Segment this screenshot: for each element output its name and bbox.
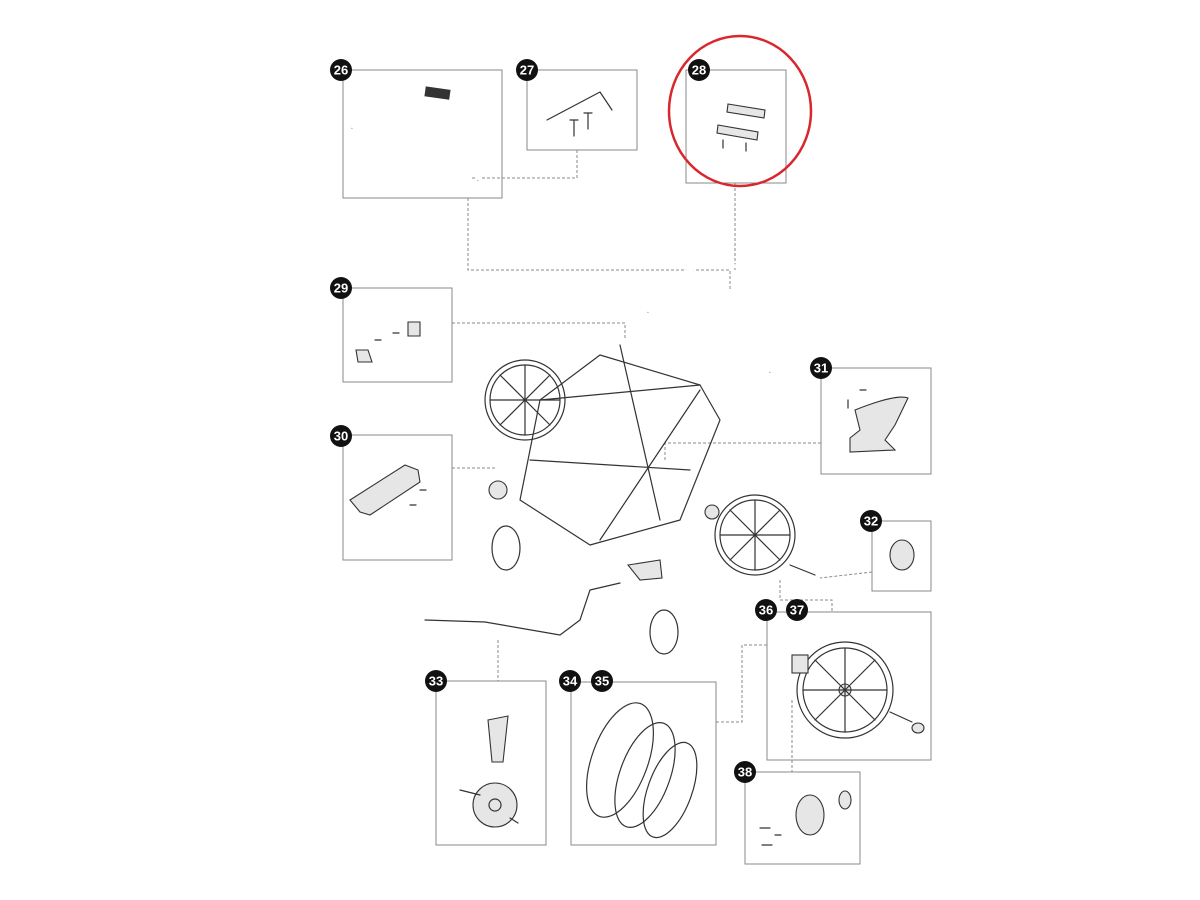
part-number-badge-35: 35 (591, 670, 613, 692)
part-number-31: 31 (814, 361, 828, 376)
part-number-badge-36: 36 (755, 599, 777, 621)
part-number-38: 38 (738, 765, 752, 780)
part-box-27[interactable] (526, 69, 638, 151)
part-box-34-35[interactable] (570, 681, 717, 846)
part-number-32: 32 (864, 514, 878, 529)
part-number-29: 29 (334, 281, 348, 296)
part-number-badge-33: 33 (425, 670, 447, 692)
stroller-frame-assembly (424, 263, 816, 655)
part-box-32[interactable] (871, 520, 932, 592)
part-box-29[interactable] (342, 287, 453, 383)
part-number-badge-30: 30 (330, 425, 352, 447)
part-number-28: 28 (692, 63, 706, 78)
highlight-circle (667, 34, 813, 188)
part-number-37: 37 (790, 603, 804, 618)
part-number-34: 34 (563, 674, 578, 689)
part-number-badge-32: 32 (860, 510, 882, 532)
part-number-badge-31: 31 (810, 357, 832, 379)
part-number-badge-38: 38 (734, 761, 756, 783)
part-box-31[interactable] (820, 367, 932, 475)
part-number-26: 26 (334, 63, 348, 78)
part-number-badge-37: 37 (786, 599, 808, 621)
part-number-30: 30 (334, 429, 348, 444)
part-box-38[interactable] (744, 771, 861, 865)
part-number-badge-28: 28 (688, 59, 710, 81)
part-number-badge-26: 26 (330, 59, 352, 81)
part-number-35: 35 (595, 674, 609, 689)
part-number-badge-27: 27 (516, 59, 538, 81)
part-box-36-37[interactable] (766, 611, 932, 761)
part-number-badge-34: 34 (559, 670, 581, 692)
part-box-26[interactable] (342, 69, 503, 199)
part-number-27: 27 (520, 63, 534, 78)
part-box-30[interactable] (342, 434, 453, 561)
part-box-28[interactable] (685, 69, 787, 184)
connector-lines (452, 150, 873, 772)
part-number-36: 36 (759, 603, 773, 618)
part-number-33: 33 (429, 674, 443, 689)
part-number-badge-29: 29 (330, 277, 352, 299)
part-box-33[interactable] (435, 680, 547, 846)
